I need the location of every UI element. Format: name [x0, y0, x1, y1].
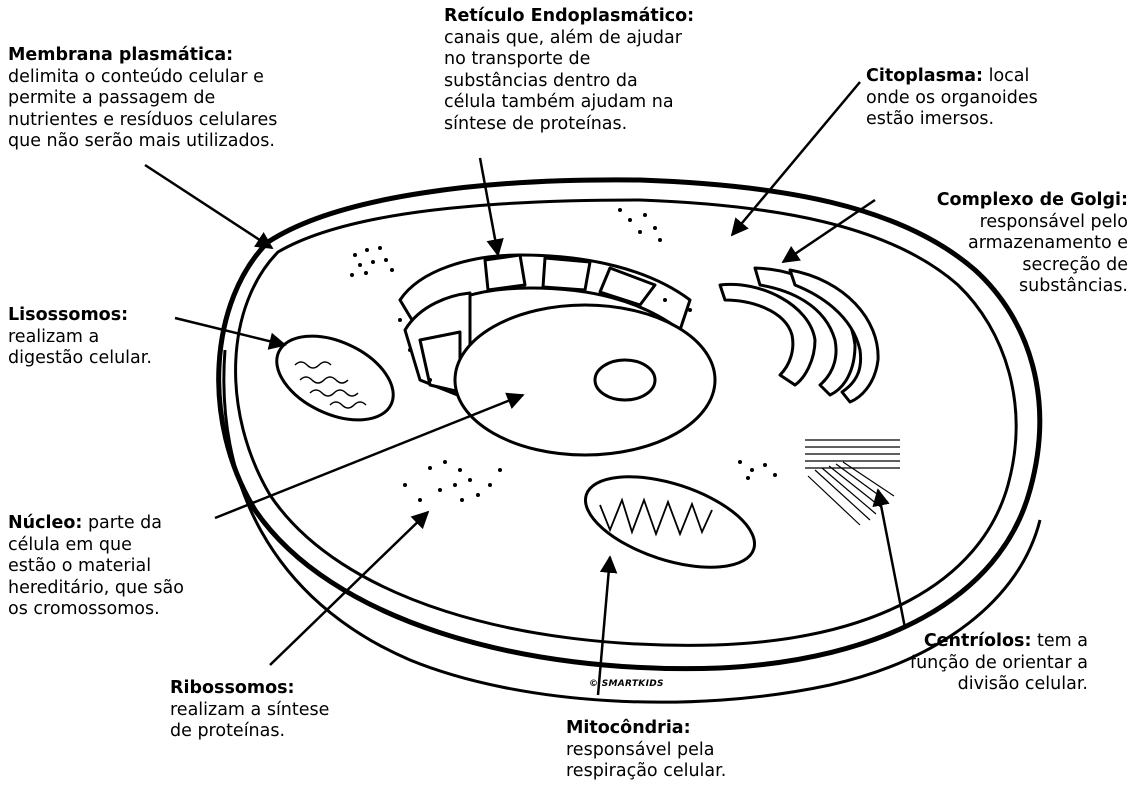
- label-lisossomos-title: Lisossomos:: [8, 305, 152, 327]
- label-reticulo-line: célula também ajudam na: [444, 92, 694, 114]
- label-citoplasma-title: Citoplasma:: [866, 66, 983, 86]
- label-membrana-line: nutrientes e resíduos celulares: [8, 110, 277, 132]
- nucleolus: [595, 360, 655, 400]
- label-lisossomos: Lisossomos: realizam a digestão celular.: [8, 305, 152, 370]
- watermark: © SMARTKIDS: [589, 679, 664, 689]
- label-mitocondria-line: responsável pela: [566, 740, 726, 762]
- lysosome: [264, 319, 407, 437]
- arrow-ribossomos: [270, 512, 428, 665]
- label-citoplasma: Citoplasma: local onde os organoides est…: [866, 66, 1038, 131]
- label-reticulo-line: síntese de proteínas.: [444, 114, 694, 136]
- label-reticulo-title: Retículo Endoplasmático:: [444, 6, 694, 28]
- label-reticulo-line: canais que, além de ajudar: [444, 28, 694, 50]
- label-ribossomos-title: Ribossomos:: [170, 678, 329, 700]
- arrow-lisossomos: [175, 318, 285, 345]
- label-membrana-line: permite a passagem de: [8, 88, 277, 110]
- label-mitocondria-line: respiração celular.: [566, 761, 726, 783]
- label-membrana-line: que não serão mais utilizados.: [8, 131, 277, 153]
- label-centriolos-title: Centríolos:: [924, 631, 1032, 651]
- label-citoplasma-line: onde os organoides: [866, 88, 1038, 110]
- label-lisossomos-line: realizam a: [8, 327, 152, 349]
- arrow-mitocondria: [598, 557, 610, 695]
- label-mitocondria: Mitocôndria: responsável pela respiração…: [566, 718, 726, 783]
- label-nucleo: Núcleo: parte da célula em que estão o m…: [8, 513, 184, 621]
- label-golgi-line: responsável pelo: [937, 212, 1128, 234]
- label-citoplasma-line: estão imersos.: [866, 109, 1038, 131]
- label-centriolos: Centríolos: tem a função de orientar a d…: [910, 631, 1088, 696]
- label-golgi-line: secreção de: [937, 255, 1128, 277]
- arrow-citoplasma: [732, 82, 860, 235]
- label-golgi-line: armazenamento e: [937, 233, 1128, 255]
- nucleus: [455, 305, 715, 455]
- label-reticulo-line: no transporte de: [444, 49, 694, 71]
- label-membrana: Membrana plasmática: delimita o conteúdo…: [8, 45, 277, 153]
- mitochondrion: [575, 459, 766, 586]
- label-reticulo: Retículo Endoplasmático: canais que, alé…: [444, 6, 694, 135]
- label-golgi: Complexo de Golgi: responsável pelo arma…: [937, 190, 1128, 298]
- label-mitocondria-title: Mitocôndria:: [566, 718, 726, 740]
- arrow-membrana: [145, 165, 272, 248]
- arrow-centriolos: [878, 490, 905, 628]
- label-golgi-title: Complexo de Golgi:: [937, 190, 1128, 212]
- nucleus-envelope: [455, 305, 715, 455]
- centrioles: [805, 440, 900, 525]
- label-centriolos-rest: tem a: [1031, 631, 1088, 651]
- label-nucleo-line: célula em que: [8, 535, 184, 557]
- label-membrana-title: Membrana plasmática:: [8, 45, 277, 67]
- label-reticulo-line: substâncias dentro da: [444, 71, 694, 93]
- label-lisossomos-line: digestão celular.: [8, 348, 152, 370]
- label-citoplasma-rest: local: [983, 66, 1029, 86]
- label-membrana-line: delimita o conteúdo celular e: [8, 67, 277, 89]
- label-ribossomos-line: de proteínas.: [170, 721, 329, 743]
- label-nucleo-rest: parte da: [82, 513, 162, 533]
- label-nucleo-line: os cromossomos.: [8, 599, 184, 621]
- label-nucleo-line: estão o material: [8, 556, 184, 578]
- label-nucleo-title: Núcleo:: [8, 513, 82, 533]
- label-centriolos-line: função de orientar a: [910, 653, 1088, 675]
- label-nucleo-line: hereditário, que são: [8, 578, 184, 600]
- label-centriolos-line: divisão celular.: [910, 674, 1088, 696]
- label-ribossomos: Ribossomos: realizam a síntese de proteí…: [170, 678, 329, 743]
- golgi-apparatus: [720, 268, 878, 402]
- label-ribossomos-line: realizam a síntese: [170, 700, 329, 722]
- label-golgi-line: substâncias.: [937, 276, 1128, 298]
